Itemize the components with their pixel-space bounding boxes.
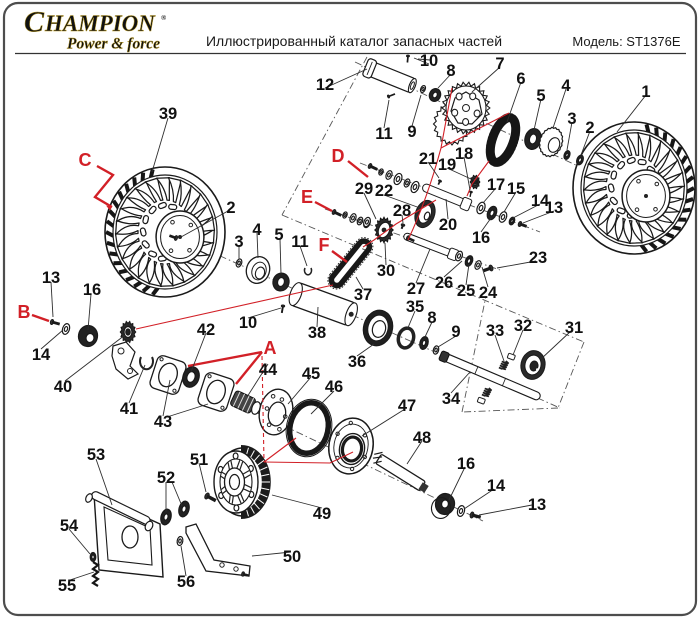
svg-text:D: D [332, 146, 345, 166]
svg-text:Power & force: Power & force [67, 36, 160, 53]
svg-text:23: 23 [529, 249, 547, 267]
svg-text:41: 41 [120, 400, 138, 418]
svg-text:32: 32 [514, 317, 532, 335]
svg-text:2: 2 [585, 119, 594, 137]
svg-text:4: 4 [561, 77, 571, 95]
svg-text:13: 13 [545, 199, 563, 217]
svg-text:31: 31 [565, 319, 583, 337]
svg-text:55: 55 [58, 577, 76, 595]
svg-text:21: 21 [419, 150, 437, 168]
svg-text:22: 22 [375, 182, 393, 200]
svg-text:39: 39 [159, 105, 177, 123]
svg-text:54: 54 [60, 517, 79, 535]
svg-text:7: 7 [495, 55, 504, 73]
svg-text:43: 43 [154, 413, 172, 431]
svg-text:F: F [319, 235, 330, 255]
svg-text:4: 4 [252, 221, 262, 239]
svg-text:26: 26 [435, 274, 453, 292]
svg-text:53: 53 [87, 446, 105, 464]
svg-text:1: 1 [641, 83, 650, 101]
svg-text:2: 2 [226, 199, 235, 217]
svg-text:45: 45 [302, 365, 320, 383]
svg-text:13: 13 [42, 269, 60, 287]
svg-text:19: 19 [438, 156, 456, 174]
svg-text:14: 14 [32, 346, 51, 364]
svg-text:17: 17 [487, 176, 505, 194]
svg-text:37: 37 [354, 286, 372, 304]
svg-text:10: 10 [239, 314, 257, 332]
svg-text:16: 16 [457, 455, 475, 473]
svg-text:18: 18 [455, 145, 473, 163]
svg-text:24: 24 [479, 284, 498, 302]
svg-text:B: B [18, 302, 31, 322]
svg-text:20: 20 [439, 216, 457, 234]
svg-text:51: 51 [190, 451, 208, 469]
svg-text:48: 48 [413, 429, 431, 447]
svg-text:36: 36 [348, 353, 366, 371]
svg-text:Иллюстрированный каталог запас: Иллюстрированный каталог запасных частей [206, 33, 502, 49]
svg-text:C: C [24, 6, 45, 39]
svg-text:13: 13 [528, 496, 546, 514]
svg-text:12: 12 [316, 76, 334, 94]
svg-text:56: 56 [177, 573, 195, 591]
svg-text:30: 30 [377, 262, 395, 280]
svg-text:50: 50 [283, 548, 301, 566]
svg-text:8: 8 [446, 62, 455, 80]
svg-text:46: 46 [325, 378, 343, 396]
svg-text:47: 47 [398, 397, 416, 415]
svg-text:6: 6 [516, 70, 525, 88]
svg-text:16: 16 [83, 281, 101, 299]
svg-text:Модель: ST1376E: Модель: ST1376E [572, 34, 680, 49]
svg-text:14: 14 [531, 192, 550, 210]
svg-text:9: 9 [451, 323, 460, 341]
svg-text:38: 38 [308, 324, 326, 342]
svg-text:28: 28 [393, 202, 411, 220]
svg-text:49: 49 [313, 505, 331, 523]
svg-text:25: 25 [457, 282, 475, 300]
svg-text:16: 16 [472, 229, 490, 247]
svg-text:5: 5 [536, 87, 545, 105]
svg-text:11: 11 [291, 233, 308, 251]
svg-text:15: 15 [507, 180, 525, 198]
svg-text:9: 9 [407, 123, 416, 141]
svg-text:11: 11 [375, 125, 392, 143]
svg-text:C: C [79, 150, 92, 170]
svg-text:8: 8 [427, 309, 436, 327]
svg-text:®: ® [161, 14, 167, 22]
svg-text:33: 33 [486, 322, 504, 340]
svg-text:5: 5 [274, 226, 283, 244]
svg-text:44: 44 [259, 361, 278, 379]
svg-text:29: 29 [355, 180, 373, 198]
svg-text:HAMPION: HAMPION [44, 11, 156, 36]
svg-text:27: 27 [407, 280, 425, 298]
svg-text:3: 3 [567, 110, 576, 128]
svg-text:10: 10 [420, 52, 438, 70]
svg-text:42: 42 [197, 321, 215, 339]
svg-text:35: 35 [406, 298, 424, 316]
svg-text:A: A [264, 338, 277, 358]
svg-text:40: 40 [54, 378, 72, 396]
svg-text:34: 34 [442, 390, 461, 408]
svg-text:E: E [301, 187, 313, 207]
svg-text:52: 52 [157, 469, 175, 487]
svg-text:3: 3 [234, 233, 243, 251]
svg-text:14: 14 [487, 477, 506, 495]
